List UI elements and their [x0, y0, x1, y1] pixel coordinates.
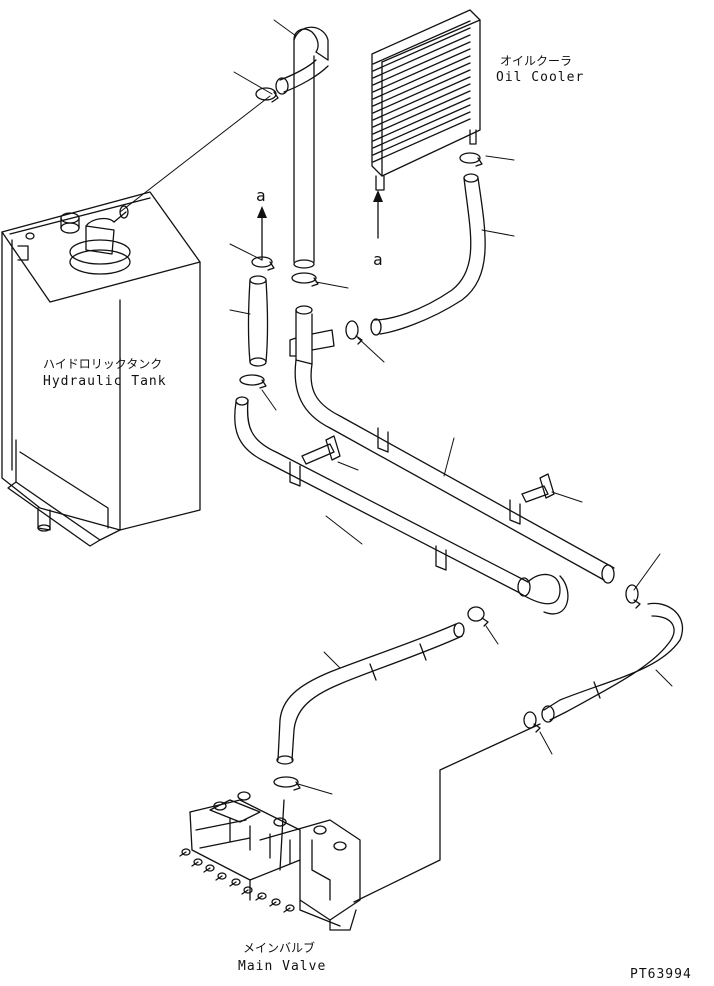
leader-lines — [119, 19, 673, 795]
main-valve-label-jp: メインバルブ — [243, 941, 316, 955]
oil-cooler-label-jp: オイルクーラ — [500, 54, 573, 68]
hydraulic-tank-label-jp: ハイドロリックタンク — [43, 357, 163, 371]
oil-cooler-label-en: Oil Cooler — [496, 70, 585, 85]
callout-a-right: a — [373, 250, 383, 269]
bolt-icon — [301, 435, 555, 503]
arrow-icon — [261, 197, 379, 261]
clamp-icon — [239, 87, 641, 791]
figure-id: PT63994 — [630, 967, 692, 982]
hydraulic-tank-label-en: Hydraulic Tank — [43, 374, 167, 389]
radiator-icon — [371, 9, 481, 191]
valve-block-icon — [179, 791, 361, 931]
arrowheads — [257, 190, 383, 218]
callout-a-left: a — [256, 186, 266, 205]
main-valve-label-en: Main Valve — [238, 959, 327, 974]
pipes — [234, 26, 683, 903]
tee-icon — [295, 309, 313, 365]
hydraulic-tank-icon — [1, 191, 201, 547]
